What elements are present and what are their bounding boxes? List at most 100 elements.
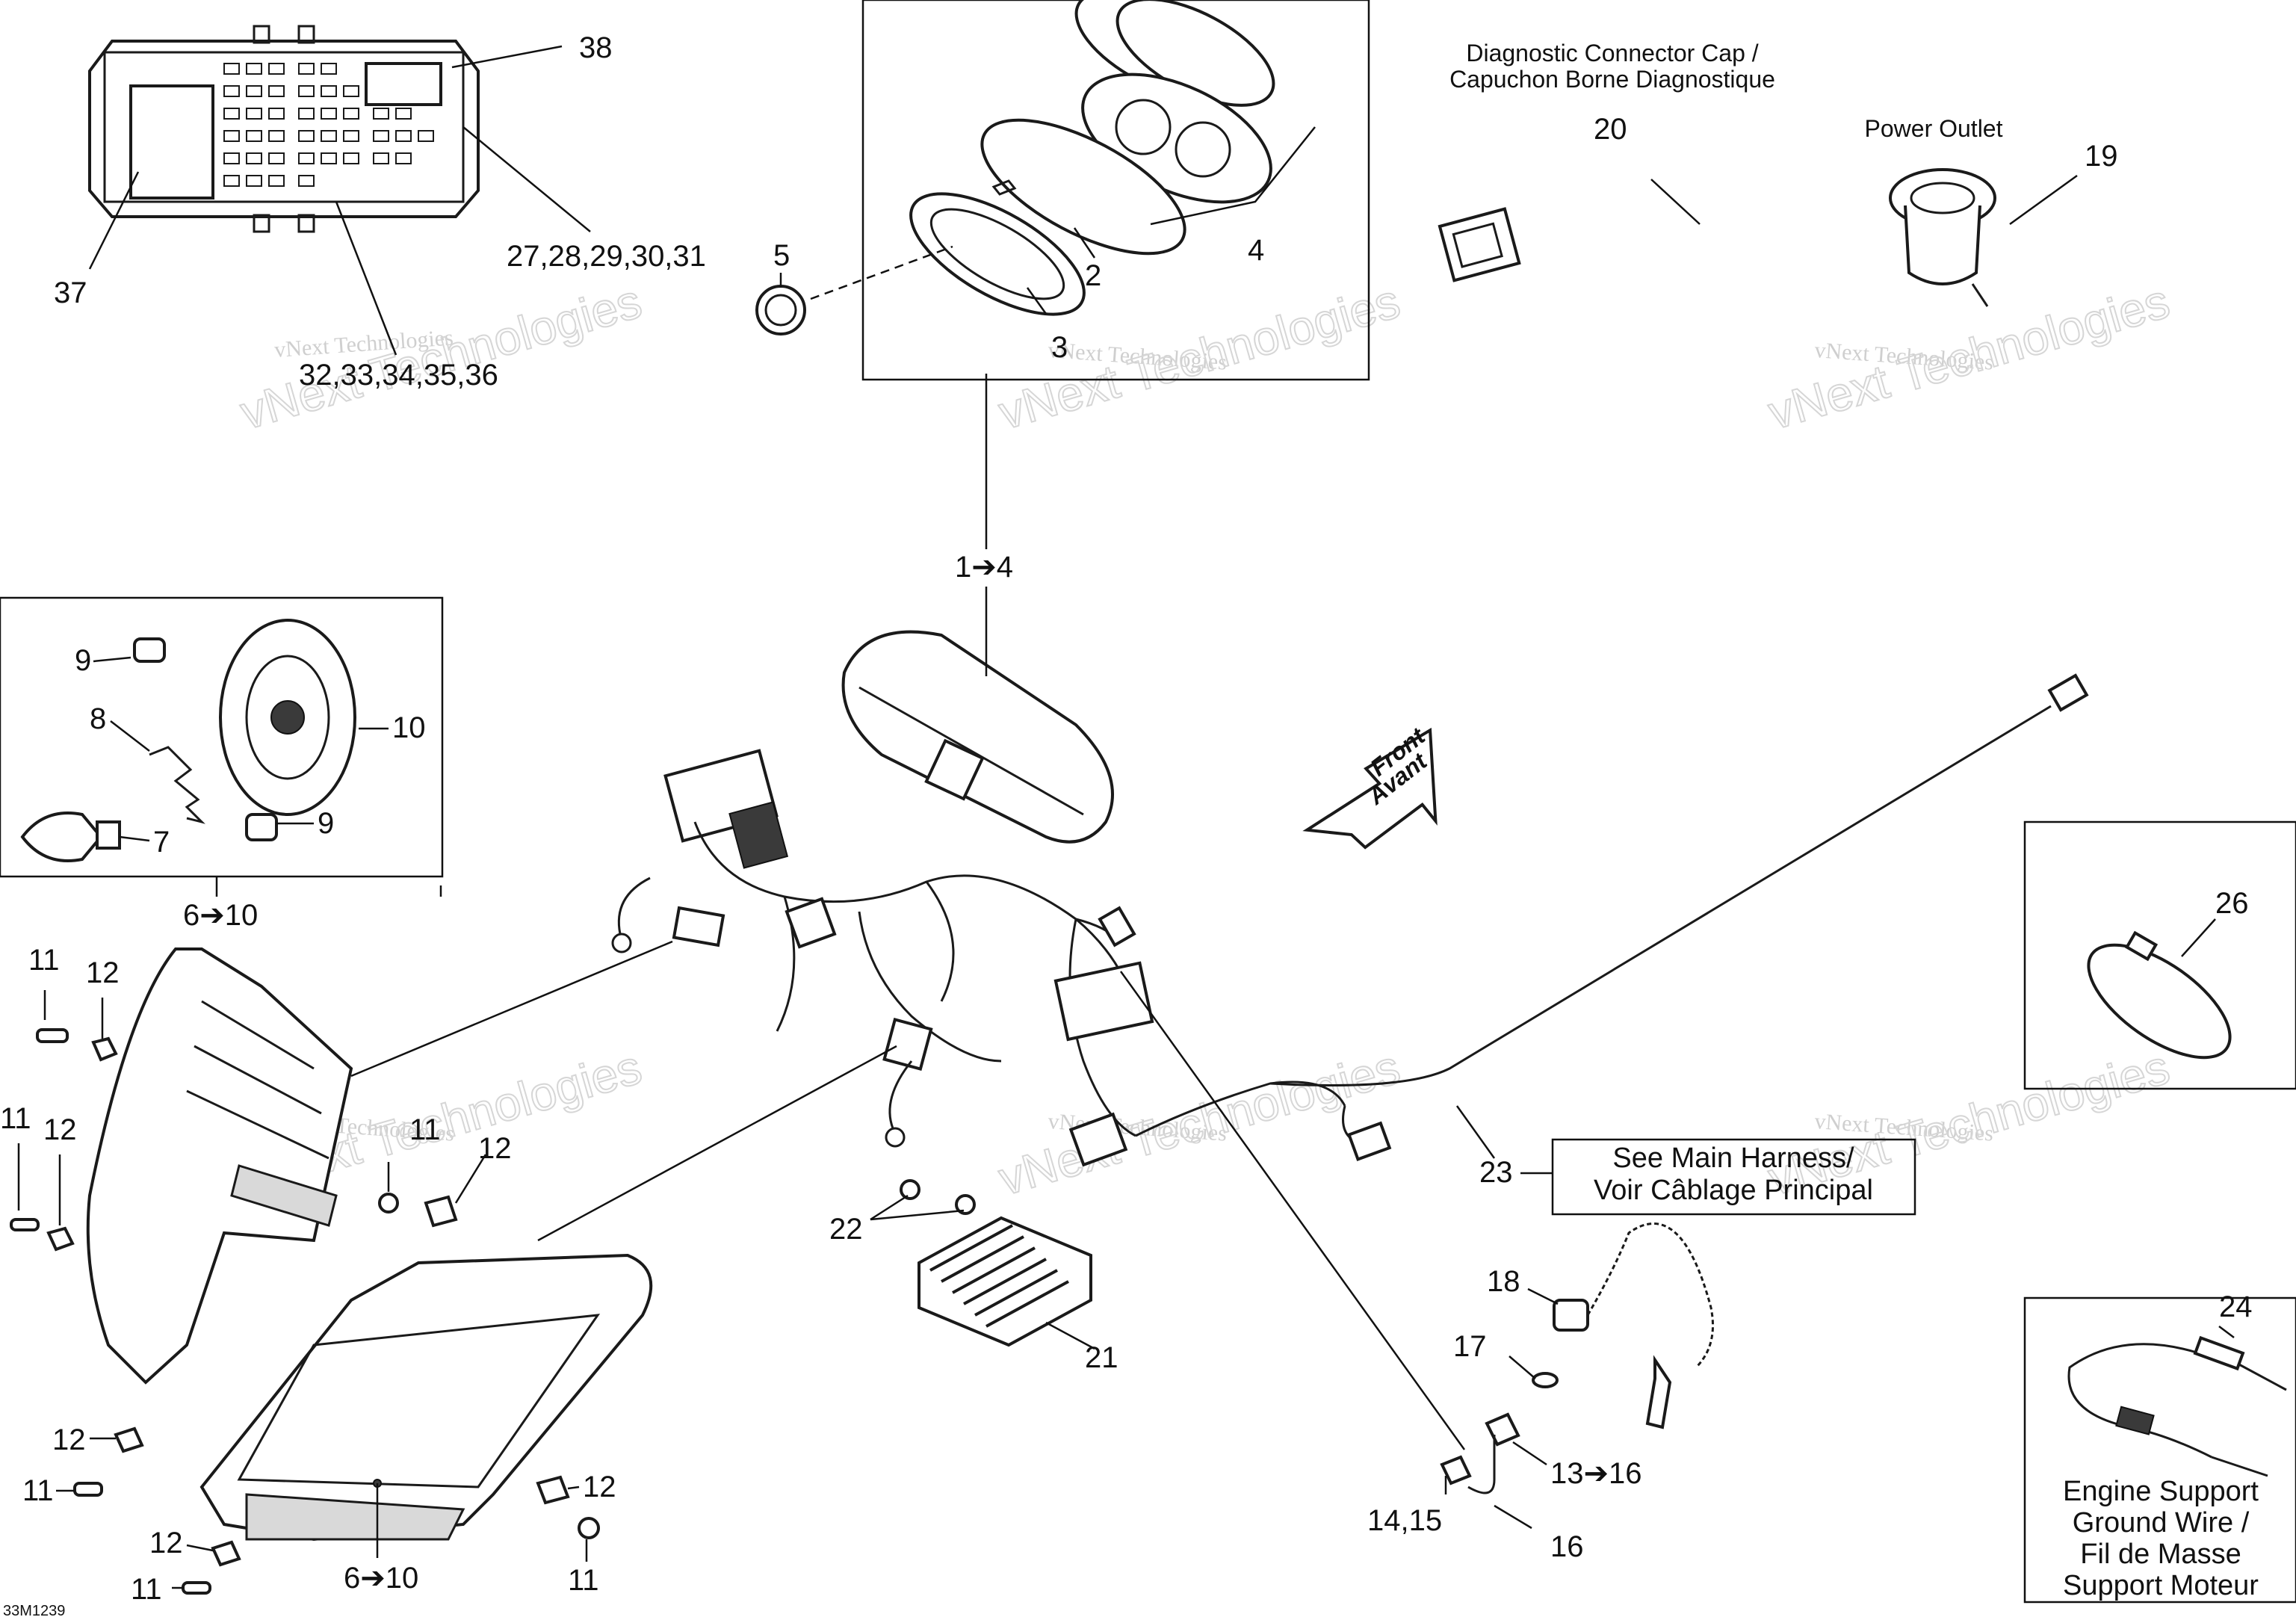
harness-ground-lead	[888, 1060, 913, 1129]
gauge-lens	[980, 118, 1186, 256]
callout-12-b: 12	[43, 1113, 77, 1146]
watermark-top-left: vNext Technologies vNext Technologies	[234, 273, 648, 441]
tether-connector-14	[1440, 1455, 1472, 1485]
watermark-group: vNext Technologies vNext Technologies vN…	[234, 273, 2176, 1207]
tether-wire-16	[1467, 1435, 1496, 1494]
housing-rib	[186, 1089, 329, 1160]
housing-rib	[194, 1045, 322, 1115]
harness-to-tether-leader	[1119, 971, 1466, 1450]
harness-diag-connector	[1346, 1121, 1392, 1162]
fasteners	[10, 1028, 600, 1595]
leader-37	[88, 171, 140, 270]
callout-11-c: 11	[409, 1113, 441, 1146]
callout-12-a: 12	[86, 956, 120, 989]
callout-14-15: 14,15	[1367, 1504, 1442, 1537]
ground-wire-note-line3: Fil de Masse	[2080, 1539, 2241, 1570]
cable-tie-26	[2087, 930, 2232, 1060]
regulator-nut	[955, 1194, 976, 1215]
leader-38	[451, 45, 563, 69]
tether-washer-17	[1532, 1372, 1559, 1388]
ground-wire-note-line2: Ground Wire /	[2073, 1507, 2250, 1539]
callout-10: 10	[392, 711, 426, 744]
leader-23	[1455, 1105, 1496, 1159]
harness-relay-fins	[728, 801, 789, 869]
callout-11-b: 11	[0, 1102, 31, 1135]
watermark-top-right: vNext Technologies vNext Technologies	[1762, 273, 2176, 441]
ground-wire-note-line1: Engine Support	[2063, 1476, 2259, 1507]
diag-cap-note-line1: Diagnostic Connector Cap /	[1466, 40, 1758, 67]
harness-ground-lead	[617, 877, 651, 935]
fuse-box-tab	[297, 214, 315, 233]
regulator-nut	[900, 1179, 920, 1200]
bulb-clip-spring	[149, 746, 205, 824]
screw-11b	[10, 1218, 40, 1231]
headlight-left-assembly	[86, 947, 353, 1385]
callout-37: 37	[54, 276, 87, 309]
callout-11-e: 11	[568, 1564, 599, 1597]
headlight-kit-parts	[20, 619, 356, 862]
callout-18: 18	[1487, 1265, 1520, 1298]
fuse-box-tab	[253, 25, 270, 44]
callout-17: 17	[1453, 1330, 1487, 1363]
leader-9-top	[93, 656, 131, 663]
fuse-box-tab	[253, 214, 270, 233]
gauge-cluster-mounted	[841, 630, 1114, 844]
callout-19: 19	[2085, 140, 2118, 173]
harness-connector	[882, 1018, 933, 1071]
tether-lanyard-clip	[1645, 1355, 1672, 1429]
diag-cap-note-line2: Capuchon Borne Diagnostique	[1449, 66, 1775, 93]
callout-11-a: 11	[28, 944, 60, 977]
leader-13-16	[1512, 1441, 1547, 1466]
callout-4: 4	[1248, 234, 1264, 267]
headlight-kit-box	[0, 596, 444, 878]
ground-wire-terminal	[2211, 1456, 2268, 1477]
harness-branch	[858, 911, 1002, 1063]
harness-23-cable	[1269, 705, 2052, 1086]
harness-connector	[672, 906, 725, 947]
tether-cap-18	[1553, 1299, 1589, 1332]
gauge-cluster-connector	[924, 738, 985, 801]
callout-12-c: 12	[478, 1132, 512, 1165]
badge-leader	[810, 245, 953, 300]
callout-12-d: 12	[52, 1423, 86, 1456]
leader-22b	[870, 1209, 965, 1221]
tether-coil	[1586, 1222, 1714, 1369]
gauge-cluster-edge	[858, 686, 1084, 816]
reflector-socket	[270, 700, 305, 735]
headlight-right-assembly	[199, 1253, 653, 1542]
callout-11-d: 11	[22, 1474, 54, 1507]
callout-5: 5	[773, 239, 790, 272]
leader-12c	[454, 1154, 487, 1204]
ground-wire-terminal	[2237, 1362, 2287, 1391]
headlight-left-lens-strip	[230, 1164, 338, 1227]
callout-38: 38	[579, 31, 613, 64]
power-outlet-note: Power Outlet	[1865, 115, 2003, 142]
harness-ground-eyelet	[611, 933, 632, 953]
bulb-base	[96, 820, 121, 850]
headlight-left-housing	[86, 947, 353, 1385]
gauge-dial-left	[1115, 99, 1172, 155]
diagnostic-cap-inner	[1452, 222, 1503, 268]
main-harness-note-box	[1551, 1138, 1916, 1216]
arrow-to-right-headlight	[537, 1045, 897, 1242]
notes: Diagnostic Connector Cap / Capuchon Born…	[3, 40, 2259, 1619]
clip-12a	[91, 1036, 118, 1062]
fuse-box-tab	[297, 25, 315, 44]
harness-connector	[1098, 906, 1136, 947]
gauge-bezel-inner	[929, 208, 1065, 300]
fuse-box-assembly	[88, 25, 480, 233]
diagnostic-cap-part	[1438, 207, 1521, 282]
leader-16	[1494, 1504, 1532, 1530]
harness-23	[1269, 673, 2089, 1086]
screw-11f	[182, 1581, 211, 1595]
diagnostic-cap-body	[1438, 207, 1521, 282]
harness-branch	[1135, 1080, 1346, 1137]
callout-1-4: 1➔4	[955, 551, 1013, 584]
callout-2: 2	[1085, 259, 1101, 292]
clip-12d	[114, 1426, 144, 1453]
front-arrow-shape	[1302, 727, 1438, 850]
callout-6-10-top: 6➔10	[183, 899, 258, 932]
callout-3: 3	[1051, 331, 1068, 364]
harness-branch	[925, 881, 955, 1002]
